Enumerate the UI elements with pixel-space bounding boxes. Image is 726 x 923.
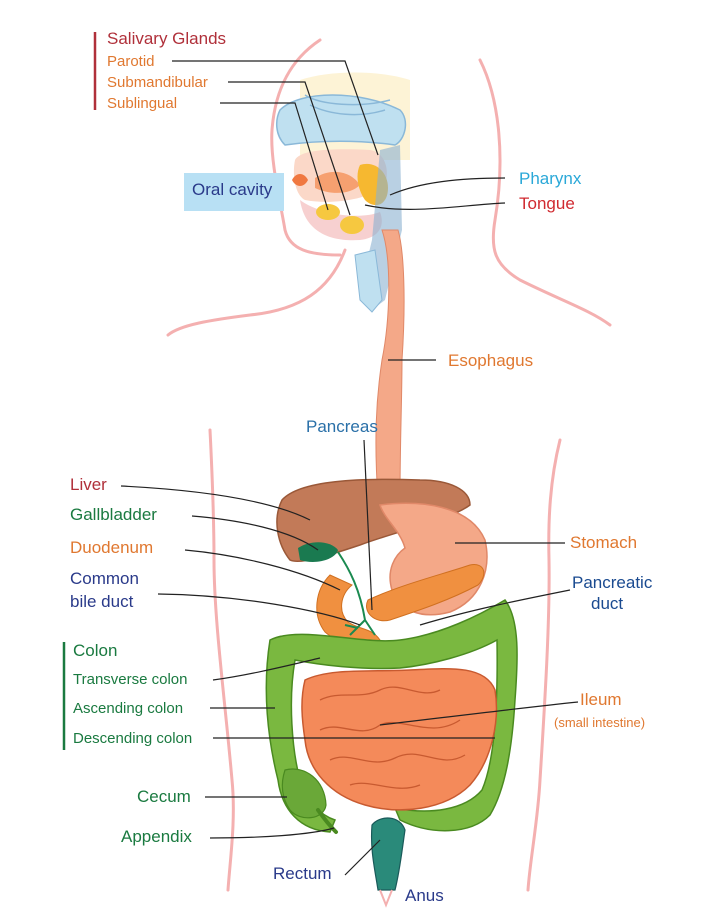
body-outline — [166, 38, 612, 892]
oral-cavity-highlight — [184, 173, 284, 211]
label-bile-duct: bile duct — [70, 592, 134, 611]
label-appendix: Appendix — [121, 827, 192, 846]
label-small-intestine: (small intestine) — [554, 715, 646, 730]
cecum-organ — [281, 768, 327, 819]
label-esophagus: Esophagus — [448, 351, 534, 370]
label-duct: duct — [591, 594, 624, 613]
label-rectum: Rectum — [273, 864, 332, 883]
label-pancreas: Pancreas — [306, 417, 378, 436]
label-ileum: Ileum — [580, 690, 622, 709]
label-duodenum: Duodenum — [70, 538, 154, 557]
gallbladder-organ — [298, 542, 338, 562]
label-transverse-colon: Transverse colon — [73, 671, 188, 688]
leader-lines — [120, 60, 579, 876]
appendix-organ — [316, 808, 338, 834]
bile-ducts — [337, 551, 376, 636]
label-gallbladder: Gallbladder — [70, 505, 157, 524]
pancreas-organ — [366, 564, 485, 622]
label-colon: Colon — [73, 641, 118, 660]
label-salivary-glands: Salivary Glands — [107, 29, 227, 48]
label-liver: Liver — [70, 475, 107, 494]
label-pancreatic: Pancreatic — [572, 573, 653, 592]
label-common: Common — [70, 569, 139, 588]
label-pharynx: Pharynx — [519, 169, 582, 188]
label-tongue: Tongue — [519, 194, 575, 213]
label-stomach: Stomach — [570, 533, 638, 552]
label-descending-colon: Descending colon — [73, 730, 193, 747]
label-oral-cavity: Oral cavity — [192, 180, 273, 199]
anus-organ — [379, 889, 393, 908]
head-region — [275, 72, 410, 313]
label-cecum: Cecum — [137, 787, 191, 806]
rectum-organ — [370, 817, 406, 891]
label-parotid: Parotid — [107, 53, 155, 70]
small-intestine-organ — [301, 667, 498, 811]
label-ascending-colon: Ascending colon — [73, 700, 184, 717]
label-submandibular: Submandibular — [107, 74, 208, 91]
label-sublingual: Sublingual — [107, 95, 178, 112]
label-anus: Anus — [405, 886, 444, 905]
